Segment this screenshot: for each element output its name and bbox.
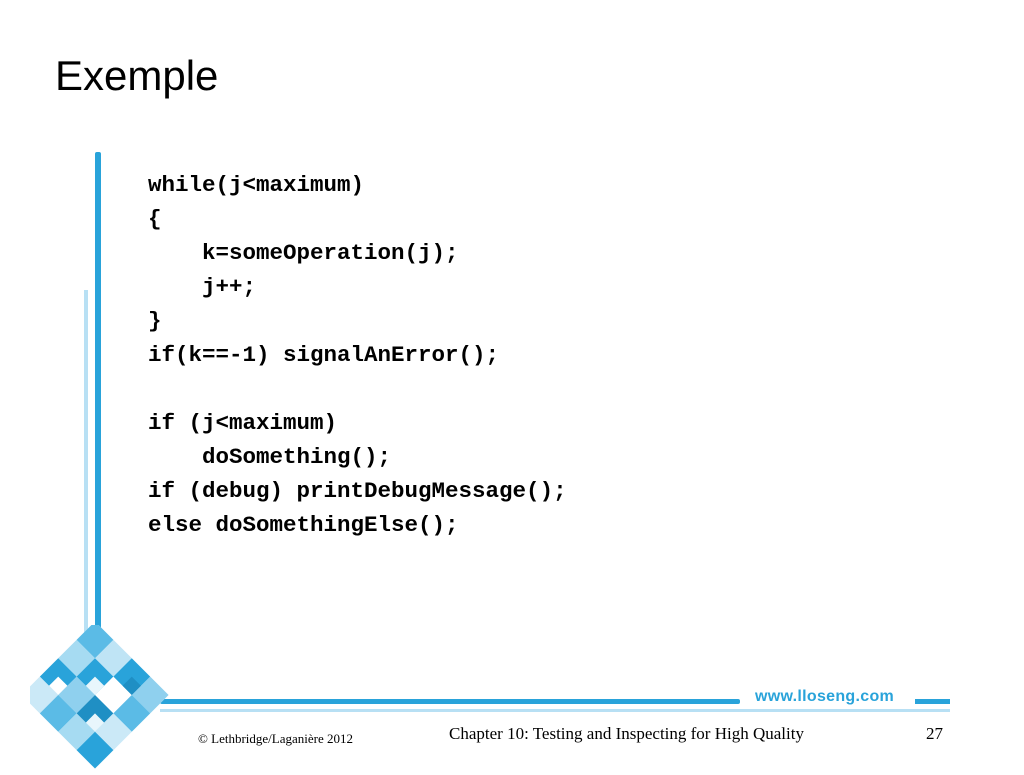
code-line: doSomething(); [148,444,392,470]
code-line: } [148,308,162,334]
decorative-vertical-line [95,152,101,696]
footer-copyright: © Lethbridge/Laganière 2012 [198,731,353,746]
code-line: if (debug) printDebugMessage(); [148,478,567,504]
decorative-vertical-thin-line [84,290,88,670]
footer-chapter-title: Chapter 10: Testing and Inspecting for H… [449,724,804,743]
decorative-horizontal-line [160,699,740,704]
decorative-horizontal-line-end [915,699,950,704]
website-url: www.lloseng.com [755,688,895,705]
decorative-horizontal-thin-line [160,709,950,712]
mosaic-diamond-logo-icon [30,625,169,769]
slide-title: Exemple [55,52,219,99]
code-line: j++; [148,274,257,300]
code-line: if (j<maximum) [148,410,338,436]
code-line: else doSomethingElse(); [148,512,459,538]
code-line: while(j<maximum) [148,172,365,198]
code-block: while(j<maximum) { k=someOperation(j); j… [148,168,567,542]
code-line [148,372,567,406]
code-line: if(k==-1) signalAnError(); [148,342,500,368]
footer-page-number: 27 [926,724,943,743]
code-line: k=someOperation(j); [148,240,459,266]
code-line: { [148,206,162,232]
